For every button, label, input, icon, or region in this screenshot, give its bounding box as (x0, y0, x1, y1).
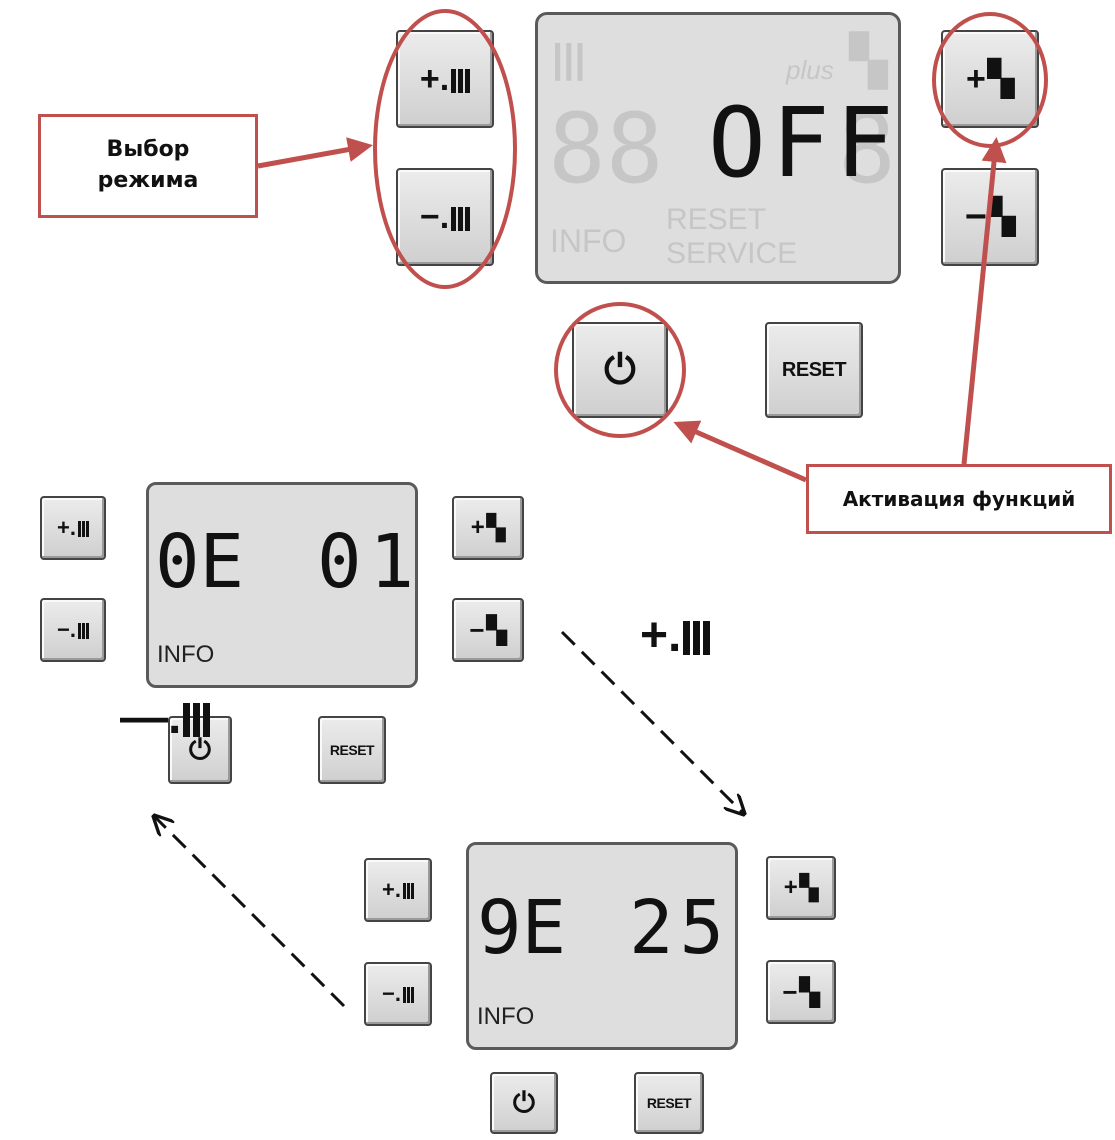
reset-label: RESET (781, 358, 847, 381)
info-label: INFO (157, 641, 215, 668)
heating-plus-button[interactable]: +. (396, 30, 494, 128)
heating-minus-label: −. (57, 617, 76, 642)
radiator-icon (683, 608, 711, 663)
parameter-value: 01 (317, 519, 423, 605)
water-minus-label: − (964, 195, 988, 238)
radiator-icon (402, 877, 414, 903)
mode-select-callout: Выбор режима (38, 114, 258, 218)
radiator-icon (451, 198, 471, 237)
heating-minus-button[interactable]: −. (40, 598, 106, 662)
heating-plus-label: +. (419, 59, 450, 98)
backward-transition-symbol: —. (120, 690, 211, 745)
tap-icon: ▚ (799, 976, 820, 1007)
info-display-a: 0E 01 INFO (146, 482, 418, 688)
power-icon: ⏻ (604, 347, 636, 392)
tap-icon: ▚ (989, 198, 1016, 236)
tap-icon: ▚ (987, 60, 1014, 98)
heating-minus-label: −. (419, 197, 450, 236)
parameter-code: 0E (155, 519, 245, 605)
ghost-reset-label: RESET (666, 203, 767, 236)
mode-select-text: Выбор режима (97, 137, 199, 193)
forward-transition-symbol: +. (640, 608, 711, 663)
highlight-ellipse-power (554, 302, 686, 438)
water-plus-button[interactable]: + ▚ (766, 856, 836, 920)
reset-button[interactable]: RESET (765, 322, 863, 418)
reset-button[interactable]: RESET (318, 716, 386, 784)
radiator-icon (77, 515, 89, 541)
highlight-ellipse-heating-buttons (373, 9, 517, 289)
water-plus-button[interactable]: + ▚ (941, 30, 1039, 128)
radiator-icon (183, 690, 211, 745)
tap-icon: ▚ (799, 874, 819, 902)
parameter-code: 9E (477, 885, 567, 971)
radiator-icon (402, 981, 414, 1007)
arrow-mode-select (257, 137, 373, 169)
dashed-arrow-forward (560, 630, 744, 814)
reset-label: RESET (646, 1095, 692, 1111)
water-minus-label: − (782, 976, 798, 1007)
heating-plus-button[interactable]: +. (364, 858, 432, 922)
tap-icon: ▚ (486, 514, 506, 542)
arrow-to-water-plus (961, 137, 1007, 465)
heating-plus-label: +. (382, 877, 401, 902)
ghost-radiator-icon: ||| (552, 37, 586, 81)
tap-icon: ▚ (486, 614, 507, 645)
dashed-arrow-backward (152, 816, 346, 836)
forward-symbol-label: +. (640, 609, 682, 662)
reset-label: RESET (329, 742, 375, 758)
heating-plus-label: +. (57, 515, 76, 540)
ghost-tap-icon: ▚ (850, 35, 887, 88)
ghost-plus-label: plus (786, 55, 834, 85)
water-plus-label: + (783, 874, 798, 901)
radiator-icon (451, 60, 471, 99)
power-icon: ⏻ (512, 1086, 536, 1118)
heating-minus-button[interactable]: −. (396, 168, 494, 266)
power-button[interactable]: ⏻ (572, 322, 668, 418)
heating-minus-button[interactable]: −. (364, 962, 432, 1026)
heating-plus-button[interactable]: +. (40, 496, 106, 560)
power-icon: ⏻ (188, 733, 212, 765)
heating-minus-label: −. (382, 981, 401, 1006)
info-display-b: 9E 25 INFO (466, 842, 738, 1050)
activation-callout: Активация функций (806, 464, 1112, 534)
main-display: ||| plus ▚ 88 8 OFF INFO RESET SERVICE (535, 12, 901, 284)
activation-text: Активация функций (842, 487, 1076, 511)
ghost-service-label: SERVICE (666, 237, 798, 270)
ghost-digits-right: 8 (838, 93, 896, 205)
ghost-digits-left: 88 (548, 93, 664, 205)
water-minus-label: − (469, 614, 485, 645)
water-plus-button[interactable]: + ▚ (452, 496, 524, 560)
radiator-icon (77, 617, 89, 643)
parameter-value: 25 (629, 885, 731, 971)
dashed-arrow-backward-line (154, 816, 346, 1008)
highlight-ellipse-water-plus (932, 12, 1048, 148)
backward-symbol-label: —. (120, 691, 182, 744)
ghost-info-label: INFO (550, 223, 627, 259)
power-button[interactable]: ⏻ (490, 1072, 558, 1134)
water-plus-label: + (965, 59, 986, 98)
water-minus-button[interactable]: − ▚ (452, 598, 524, 662)
display-status-text: OFF (708, 87, 900, 199)
info-label: INFO (477, 1003, 535, 1030)
reset-button[interactable]: RESET (634, 1072, 704, 1134)
water-minus-button[interactable]: − ▚ (766, 960, 836, 1024)
arrow-to-power (673, 420, 808, 483)
water-plus-label: + (470, 514, 485, 541)
